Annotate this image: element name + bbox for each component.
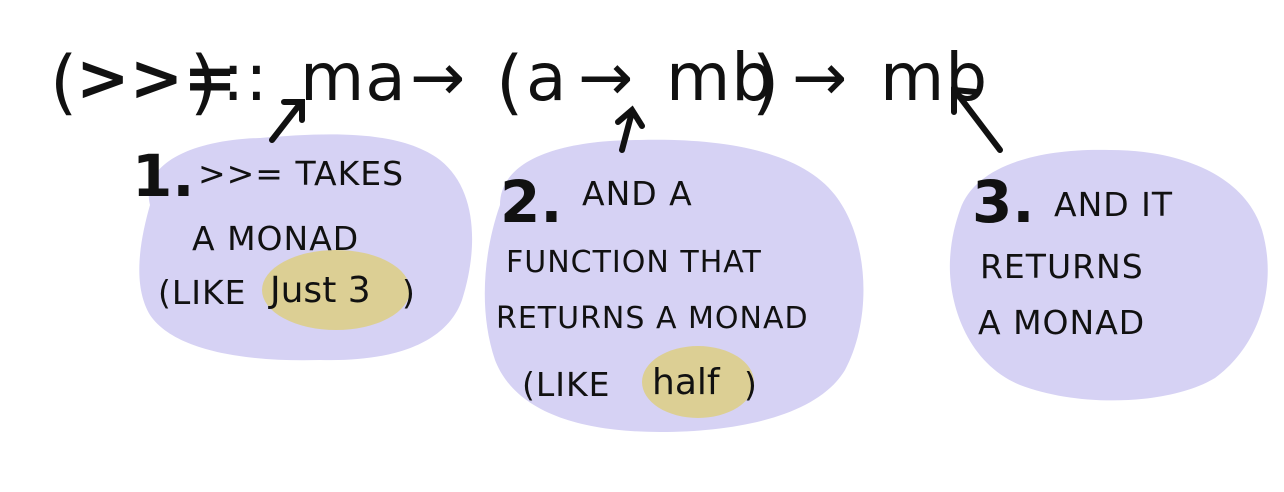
type-signature: ( >>= ) :: ma → ( a → mb ) → mb	[50, 39, 988, 123]
note-2-example-code: half	[652, 362, 721, 403]
note-1-number: 1.	[132, 142, 194, 210]
note-3-line-2: RETURNS	[980, 247, 1144, 286]
sig-double-colon: ::	[222, 39, 268, 116]
sig-fn-close-paren: )	[752, 41, 779, 123]
sig-open-paren: (	[50, 41, 77, 123]
note-2-example-suffix: )	[744, 365, 758, 404]
note-1-line-2: A MONAD	[192, 219, 359, 258]
sig-fn-open-paren: (	[496, 41, 523, 123]
note-1-example-prefix: (LIKE	[158, 273, 246, 312]
sig-ma: ma	[300, 39, 407, 116]
sig-close-paren: )	[190, 41, 217, 123]
note-2-line-3: RETURNS A MONAD	[496, 301, 809, 336]
note-3-line-3: A MONAD	[978, 303, 1145, 342]
note-2: 2. AND A FUNCTION THAT RETURNS A MONAD (…	[496, 168, 809, 404]
pointer-arrow-3	[951, 86, 1003, 153]
sig-mb: mb	[880, 39, 988, 116]
note-2-line-1: AND A	[582, 174, 693, 213]
note-2-line-2: FUNCTION THAT	[506, 245, 762, 280]
note-1: 1. >>= TAKES A MONAD (LIKE Just 3 )	[132, 142, 416, 312]
sig-arrow-1: →	[410, 39, 466, 116]
sig-a: a	[526, 39, 567, 116]
sig-arrow-2: →	[578, 39, 634, 116]
sig-arrow-3: →	[792, 39, 848, 116]
note-2-example-prefix: (LIKE	[522, 365, 610, 404]
note-1-line-1: >>= TAKES	[198, 154, 404, 193]
note-2-number: 2.	[500, 168, 562, 236]
pointer-arrow-1	[269, 99, 305, 143]
note-3-line-1: AND IT	[1054, 185, 1173, 224]
note-3: 3. AND IT RETURNS A MONAD	[972, 168, 1173, 342]
note-2-blob	[484, 139, 864, 432]
note-2-code-highlight	[642, 346, 754, 418]
note-3-blob	[949, 149, 1268, 401]
note-3-number: 3.	[972, 168, 1034, 236]
note-1-code-highlight	[262, 250, 410, 330]
sig-mb-inner: mb	[666, 39, 774, 116]
note-1-example-code: Just 3	[268, 270, 371, 311]
note-1-example-suffix: )	[402, 273, 416, 312]
sig-bind-operator: >>=	[76, 42, 237, 116]
pointer-arrow-2	[615, 105, 645, 153]
